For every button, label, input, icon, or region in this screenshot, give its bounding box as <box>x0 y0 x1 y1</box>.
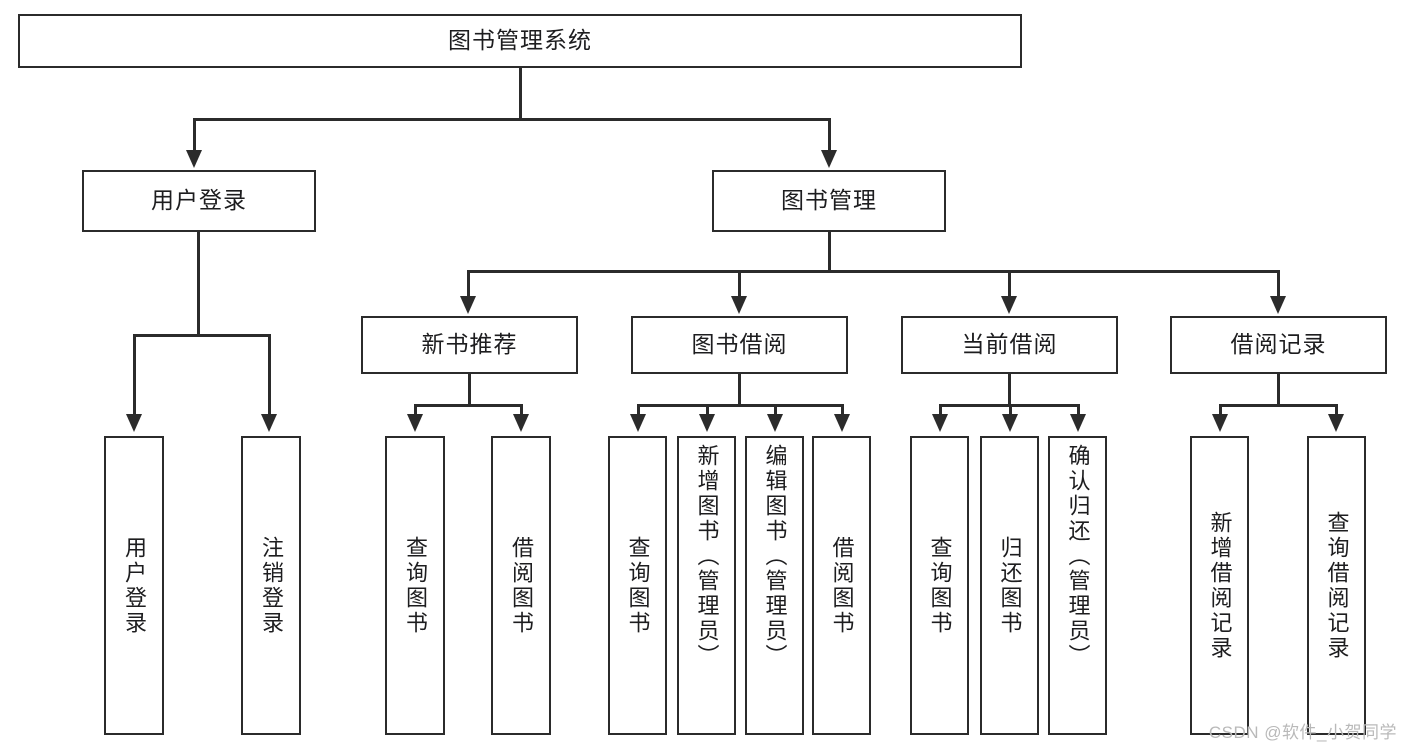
connector-userlogin-bar <box>133 334 268 337</box>
connector-bm-drop-3 <box>1008 270 1011 298</box>
node-label: 图书管理系统 <box>448 27 592 54</box>
connector-bb-drop-1 <box>637 404 640 416</box>
leaf-user-login[interactable]: 用户登录 <box>104 436 164 735</box>
connector-root-drop-left <box>193 118 196 152</box>
node-label: 新书推荐 <box>421 331 518 358</box>
leaf-record-query[interactable]: 查询借阅记录 <box>1307 436 1366 735</box>
connector-bb-bar <box>637 404 843 407</box>
connector-bb-drop-2 <box>706 404 709 416</box>
node-label: 借阅图书 <box>829 535 855 636</box>
node-borrow-record[interactable]: 借阅记录 <box>1170 316 1387 374</box>
connector-bb-stem <box>738 374 741 406</box>
node-label: 编辑图书（管理员） <box>762 444 788 669</box>
leaf-current-query[interactable]: 查询图书 <box>910 436 969 735</box>
connector-br-drop-2 <box>1335 404 1338 416</box>
node-book-manage[interactable]: 图书管理 <box>712 170 946 232</box>
watermark-text: CSDN @软件_小贺同学 <box>1208 723 1397 742</box>
arrow-to-leaf-cur-return <box>1002 414 1018 432</box>
connector-nbr-drop-1 <box>414 404 417 416</box>
connector-cb-drop-2 <box>1009 404 1012 416</box>
node-label: 查询图书 <box>625 535 651 636</box>
leaf-newbook-query[interactable]: 查询图书 <box>385 436 445 735</box>
connector-br-drop-1 <box>1219 404 1222 416</box>
node-label: 用户登录 <box>122 535 147 636</box>
arrow-to-book-manage <box>821 150 837 168</box>
connector-cb-stem <box>1008 374 1011 406</box>
node-root-system[interactable]: 图书管理系统 <box>18 14 1022 68</box>
leaf-current-confirm[interactable]: 确认归还（管理员） <box>1048 436 1107 735</box>
arrow-to-leaf-borrow-add <box>699 414 715 432</box>
connector-userlogin-drop-1 <box>133 334 136 416</box>
connector-bookmanage-bar <box>467 270 1279 273</box>
arrow-to-leaf-rec-add <box>1212 414 1228 432</box>
arrow-to-leaf-rec-query <box>407 414 423 432</box>
connector-nbr-drop-2 <box>520 404 523 416</box>
node-user-login[interactable]: 用户登录 <box>82 170 316 232</box>
connector-br-bar <box>1219 404 1337 407</box>
leaf-record-add[interactable]: 新增借阅记录 <box>1190 436 1249 735</box>
connector-root-bar <box>193 118 830 121</box>
connector-bookmanage-stem <box>828 232 831 272</box>
arrow-to-leaf-borrow-query <box>630 414 646 432</box>
node-label: 查询图书 <box>403 535 428 636</box>
leaf-current-return[interactable]: 归还图书 <box>980 436 1039 735</box>
arrow-to-leaf-rec-query2 <box>1328 414 1344 432</box>
node-label: 归还图书 <box>997 535 1023 636</box>
leaf-borrow-query[interactable]: 查询图书 <box>608 436 667 735</box>
node-book-borrow[interactable]: 图书借阅 <box>631 316 848 374</box>
node-label: 借阅记录 <box>1230 331 1327 358</box>
connector-br-stem <box>1277 374 1280 406</box>
connector-nbr-bar <box>414 404 522 407</box>
arrow-to-new-book-rec <box>460 296 476 314</box>
arrow-to-user-login <box>186 150 202 168</box>
connector-userlogin-stem <box>197 232 200 336</box>
node-label: 借阅图书 <box>509 535 534 636</box>
node-label: 查询图书 <box>927 535 953 636</box>
node-label: 图书管理 <box>781 187 877 214</box>
arrow-to-book-borrow <box>731 296 747 314</box>
leaf-newbook-borrow[interactable]: 借阅图书 <box>491 436 551 735</box>
node-label: 图书借阅 <box>691 331 788 358</box>
arrow-to-leaf-cur-confirm <box>1070 414 1086 432</box>
node-new-book-rec[interactable]: 新书推荐 <box>361 316 578 374</box>
node-label: 确认归还（管理员） <box>1065 444 1091 669</box>
connector-root-drop-right <box>828 118 831 152</box>
node-label: 注销登录 <box>259 535 284 636</box>
node-current-borrow[interactable]: 当前借阅 <box>901 316 1118 374</box>
node-label: 用户登录 <box>151 187 247 214</box>
leaf-borrow-lend[interactable]: 借阅图书 <box>812 436 871 735</box>
arrow-to-current-borrow <box>1001 296 1017 314</box>
connector-cb-drop-1 <box>939 404 942 416</box>
arrow-to-leaf-user-logout <box>261 414 277 432</box>
connector-bb-drop-3 <box>774 404 777 416</box>
arrow-to-leaf-user-login <box>126 414 142 432</box>
leaf-borrow-edit[interactable]: 编辑图书（管理员） <box>745 436 804 735</box>
connector-nbr-stem <box>468 374 471 406</box>
node-label: 新增图书（管理员） <box>694 444 720 669</box>
node-label: 当前借阅 <box>961 331 1058 358</box>
arrow-to-borrow-record <box>1270 296 1286 314</box>
node-label: 新增借阅记录 <box>1207 510 1233 661</box>
node-label: 查询借阅记录 <box>1324 510 1350 661</box>
arrow-to-leaf-rec-borrow <box>513 414 529 432</box>
connector-bm-drop-4 <box>1277 270 1280 298</box>
connector-bb-drop-4 <box>841 404 844 416</box>
connector-bm-drop-1 <box>467 270 470 298</box>
arrow-to-leaf-borrow-edit <box>767 414 783 432</box>
connector-bm-drop-2 <box>738 270 741 298</box>
leaf-borrow-add[interactable]: 新增图书（管理员） <box>677 436 736 735</box>
arrow-to-leaf-borrow-lend <box>834 414 850 432</box>
connector-userlogin-drop-2 <box>268 334 271 416</box>
leaf-user-logout[interactable]: 注销登录 <box>241 436 301 735</box>
connector-cb-drop-3 <box>1077 404 1080 416</box>
connector-root-stem <box>519 68 522 118</box>
arrow-to-leaf-cur-query <box>932 414 948 432</box>
